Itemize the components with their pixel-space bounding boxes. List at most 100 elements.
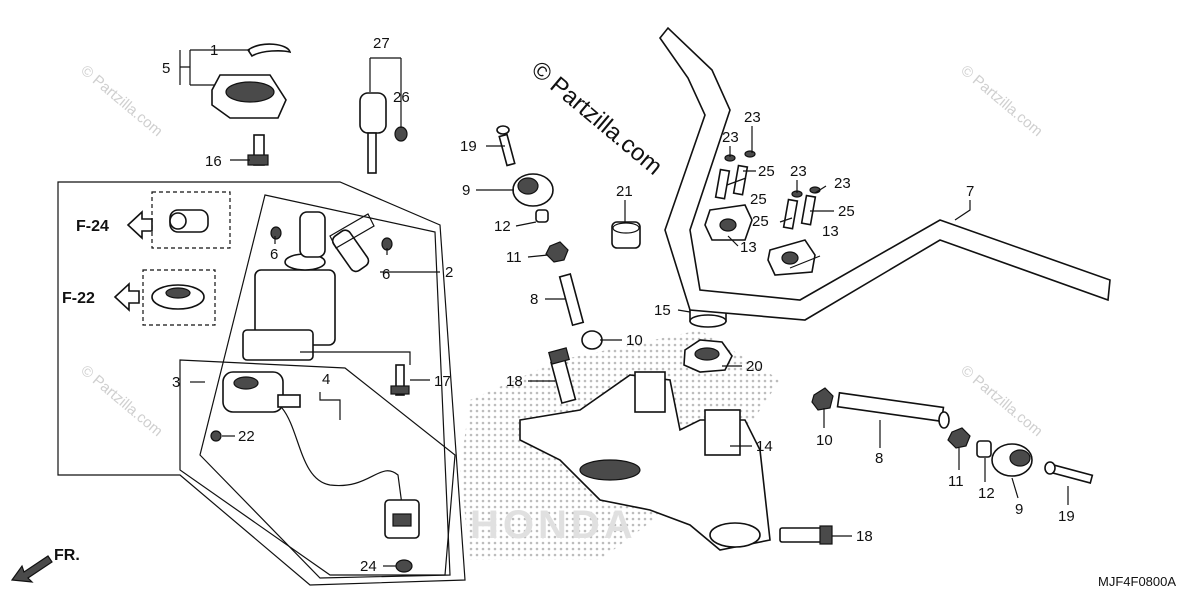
bolt-25c-part: [782, 198, 799, 230]
diagram-code: MJF4F0800A: [1098, 574, 1176, 589]
snap-ring-part: [246, 43, 292, 58]
top-bridge-part: [519, 371, 771, 551]
callout-24: 24: [360, 558, 377, 575]
callout-4: 4: [322, 371, 330, 388]
switch-3-part: [222, 371, 301, 413]
ref-arrow-f24: F-24: [76, 210, 153, 240]
bolt-16-part: [247, 134, 269, 166]
callout-7: 7: [966, 183, 974, 200]
bolt-19a-part: [496, 125, 516, 167]
callout-6-left: 6: [270, 246, 278, 263]
pipe-8b-part: [836, 391, 950, 429]
bolt-19b-part: [1044, 461, 1094, 485]
callout-15: 15: [654, 302, 671, 319]
callout-18-left: 18: [506, 373, 523, 390]
bolt-25d-part: [800, 194, 817, 226]
washer-23b-part: [744, 150, 756, 158]
connector-part: [384, 499, 420, 539]
screw-17-part: [390, 364, 410, 396]
ignition-switch-part: [242, 211, 375, 361]
ref-label-f22: F-22: [62, 290, 95, 307]
washer-26-part: [394, 126, 408, 142]
callout-17: 17: [434, 373, 451, 390]
watermark-main: © Partzilla.com: [526, 56, 667, 181]
callout-11-left: 11: [506, 249, 522, 266]
callout-19-left: 19: [460, 138, 477, 155]
bolt-18a-part: [548, 347, 577, 405]
handlebar-part: [659, 26, 1111, 321]
switch-subassembly-boundary: [199, 194, 451, 579]
brand-mark: HONDA: [470, 503, 637, 547]
callout-14: 14: [756, 438, 773, 455]
callout-22: 22: [238, 428, 255, 445]
holder-21-part: [611, 221, 641, 249]
wire-subassembly-boundary: [179, 359, 456, 576]
nut-20-part: [683, 339, 733, 373]
watermark-text: © Partzilla.com: [957, 62, 1045, 140]
seat-lock-cap-icon: [151, 284, 205, 310]
callout-9-right: 9: [1015, 501, 1023, 518]
nut-6-left-part: [270, 226, 282, 240]
callout-19-right: 19: [1058, 508, 1075, 525]
callout-12-right: 12: [978, 485, 995, 502]
callout-2: 2: [445, 264, 453, 281]
nut-10a-part: [581, 330, 603, 350]
callout-10-right: 10: [816, 432, 833, 449]
watermark-text: © Partzilla.com: [77, 362, 165, 440]
callout-13-b: 13: [822, 223, 839, 240]
callout-16: 16: [205, 153, 222, 170]
ref-box-f22: [142, 269, 216, 326]
callout-10-left: 10: [626, 332, 643, 349]
pipe-8a-part: [558, 273, 585, 327]
callout-18-right: 18: [856, 528, 873, 545]
nut-24-part: [395, 559, 413, 573]
nut-11a-part: [545, 241, 569, 263]
weight-9a-part: [512, 173, 554, 207]
screw-22-part: [210, 430, 222, 442]
callout-23-c: 23: [790, 163, 807, 180]
bolt-18b-part: [779, 525, 833, 545]
bolt-25a-part: [714, 168, 731, 200]
fr-label: FR.: [54, 547, 80, 564]
holder-13b-part: [767, 239, 816, 276]
callout-13-a: 13: [740, 239, 757, 256]
watermark-text: © Partzilla.com: [957, 362, 1045, 440]
callout-26: 26: [393, 89, 410, 106]
leader-lines: [179, 49, 1069, 567]
lock-cylinder-icon: [169, 209, 209, 233]
callout-25-a: 25: [758, 163, 775, 180]
ref-arrow-f22: F-22: [62, 282, 140, 312]
callout-5: 5: [162, 60, 170, 77]
collar-12a-part: [535, 209, 549, 223]
watermark-text: © Partzilla.com: [77, 62, 165, 140]
nut-10b-part: [811, 387, 834, 411]
key-part: [359, 92, 387, 174]
callout-1: 1: [210, 42, 218, 59]
callout-6-right: 6: [382, 266, 390, 283]
callout-23-a: 23: [722, 129, 739, 146]
holder-13a-part: [704, 204, 753, 241]
weight-9b-part: [991, 443, 1033, 477]
callout-20: 20: [746, 358, 763, 375]
front-direction-arrow: FR.: [10, 547, 80, 583]
nut-11b-part: [947, 427, 971, 449]
callout-8-right: 8: [875, 450, 883, 467]
callout-12-left: 12: [494, 218, 511, 235]
callout-8-left: 8: [530, 291, 538, 308]
steering-nut-part: [211, 74, 287, 119]
callout-25-c: 25: [752, 213, 769, 230]
collar-12b-part: [976, 440, 992, 458]
wire-harness-part: [281, 407, 403, 506]
callout-25-d: 25: [838, 203, 855, 220]
washer-23d-part: [809, 186, 821, 194]
callout-11-right: 11: [948, 473, 964, 490]
callout-21: 21: [616, 183, 633, 200]
ref-label-f24: F-24: [76, 218, 109, 235]
callout-23-b: 23: [744, 109, 761, 126]
callout-9-left: 9: [462, 182, 470, 199]
callout-27: 27: [373, 35, 390, 52]
callout-25-b: 25: [750, 191, 767, 208]
callout-23-d: 23: [834, 175, 851, 192]
callout-labels: 1 5 16 27 26 2 6 6 3 4 17 22 24 19 9 12 …: [162, 35, 1075, 575]
